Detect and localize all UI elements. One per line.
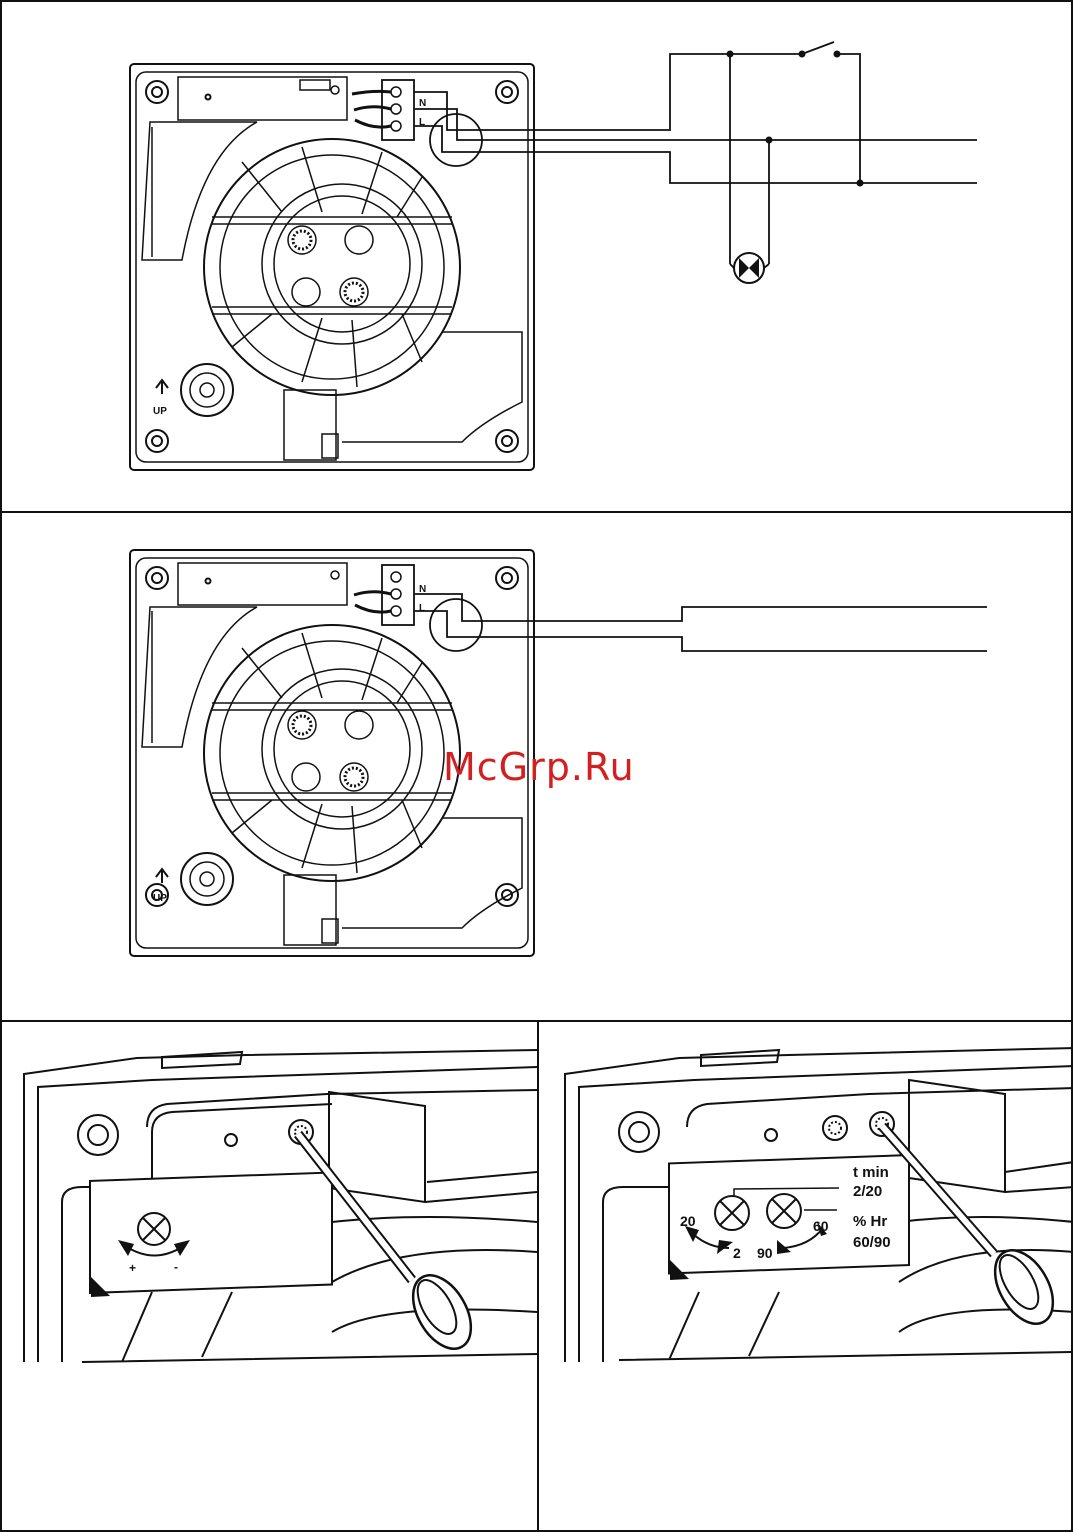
humidity-adjustment-panel: t min 2/20 % Hr 60/90 20 2 90 60 xyxy=(537,1020,1073,1532)
humidity-label: % Hr xyxy=(853,1213,887,1230)
external-wiring xyxy=(414,594,987,651)
timer-range: 2/20 xyxy=(853,1183,882,1200)
timer-adjustment-illustration: + - xyxy=(2,1022,539,1532)
terminal-label-l: L xyxy=(419,603,425,614)
timer-label-card xyxy=(90,1172,332,1297)
wiring-diagram-switch-panel: N L UP xyxy=(0,0,1073,513)
decrease-label: - xyxy=(174,1260,178,1274)
switch-contact xyxy=(802,42,834,54)
external-wiring xyxy=(414,42,977,264)
up-marker-label: UP xyxy=(153,406,167,417)
humidity-range: 60/90 xyxy=(853,1234,891,1251)
motor-mesh xyxy=(293,231,363,301)
watermark: McGrp.Ru xyxy=(443,745,635,789)
timer-max-label: 20 xyxy=(680,1213,696,1229)
timer-label: t min xyxy=(853,1164,889,1181)
wiring-diagram-switch: N L UP xyxy=(2,2,1073,513)
timer-adjustment-panel: + - xyxy=(0,1020,539,1532)
humidity-adjustment-illustration: t min 2/20 % Hr 60/90 20 2 90 60 xyxy=(539,1022,1073,1532)
lamp-icon xyxy=(730,253,769,283)
fan-unit xyxy=(130,64,534,470)
increase-label: + xyxy=(129,1261,136,1275)
timer-min-label: 2 xyxy=(733,1245,741,1261)
humidity-min-label: 60 xyxy=(813,1218,829,1234)
terminal-label-n: N xyxy=(419,98,426,109)
up-marker-label: UP xyxy=(153,893,167,904)
humidity-max-label: 90 xyxy=(757,1245,773,1261)
wiring-junctions xyxy=(727,51,864,187)
